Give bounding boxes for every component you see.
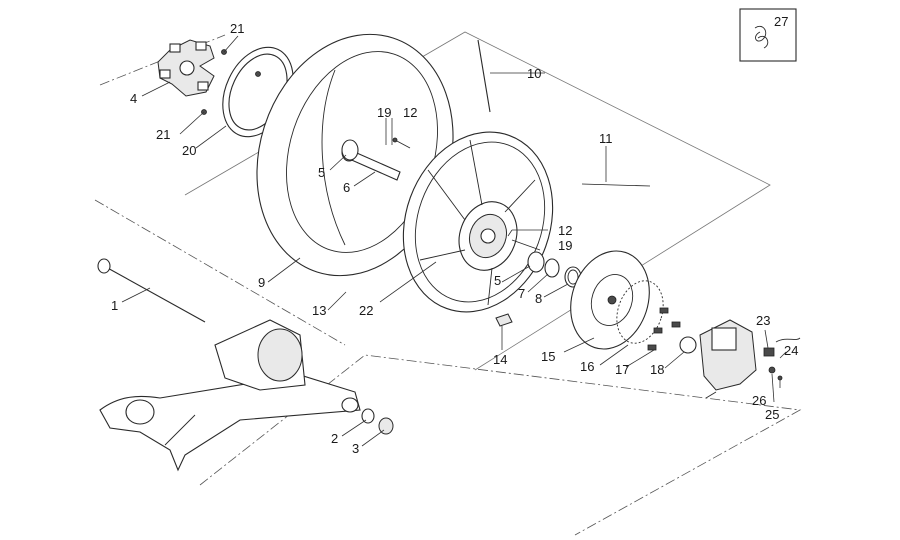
tab-washer — [495, 313, 513, 327]
callout-18: 18 — [650, 362, 664, 377]
callout-7: 7 — [518, 286, 525, 301]
abs-sensor — [763, 337, 801, 357]
callout-13: 13 — [312, 303, 326, 318]
callout-10: 10 — [527, 66, 541, 81]
callout-12-top: 12 — [403, 105, 417, 120]
wheel-bearing-right — [527, 251, 545, 273]
callout-1: 1 — [111, 298, 118, 313]
callout-11: 11 — [599, 131, 613, 146]
callout-21-top: 21 — [230, 21, 244, 36]
axle-washer — [361, 408, 375, 424]
oil-seal — [544, 258, 560, 278]
callout-23: 23 — [756, 313, 770, 328]
sensor-screw — [768, 366, 783, 381]
callout-17: 17 — [615, 362, 629, 377]
brake-disc — [570, 250, 650, 350]
callout-labels: 1 2 3 4 5 5 6 7 8 9 10 11 12 12 13 14 15… — [111, 14, 798, 456]
callout-27: 27 — [774, 14, 788, 29]
callout-24: 24 — [784, 343, 798, 358]
callout-21-bottom: 21 — [156, 127, 170, 142]
callout-19-hub: 19 — [558, 238, 572, 253]
callout-9: 9 — [258, 275, 265, 290]
rear-rim — [402, 131, 554, 313]
callout-25: 25 — [765, 407, 779, 422]
balance-weight-strip — [581, 183, 651, 187]
callout-26: 26 — [752, 393, 766, 408]
wheel-axle — [97, 258, 206, 323]
callout-12-hub: 12 — [558, 223, 572, 238]
axle-spacer — [679, 336, 697, 354]
brake-caliper-bracket — [699, 319, 757, 399]
swingarm — [99, 319, 361, 472]
callout-6: 6 — [343, 180, 350, 195]
callout-5-right: 5 — [494, 273, 501, 288]
axle-nut — [378, 417, 394, 435]
callout-16: 16 — [580, 359, 594, 374]
callout-5-left: 5 — [318, 165, 325, 180]
callout-22: 22 — [359, 303, 373, 318]
callout-3: 3 — [352, 441, 359, 456]
callout-14: 14 — [493, 352, 507, 367]
abs-tone-wheel — [616, 280, 664, 344]
clip-kit-box — [739, 8, 797, 62]
callout-19-top: 19 — [377, 105, 391, 120]
callout-15: 15 — [541, 349, 555, 364]
cush-drive-rubber — [157, 39, 215, 97]
callout-8: 8 — [535, 291, 542, 306]
callout-20: 20 — [182, 143, 196, 158]
inner-spacer-pin — [392, 137, 411, 149]
valve-stem — [477, 39, 491, 113]
leader-lines — [121, 35, 787, 447]
callout-4: 4 — [130, 91, 137, 106]
disc-screws — [647, 307, 681, 351]
callout-2: 2 — [331, 431, 338, 446]
